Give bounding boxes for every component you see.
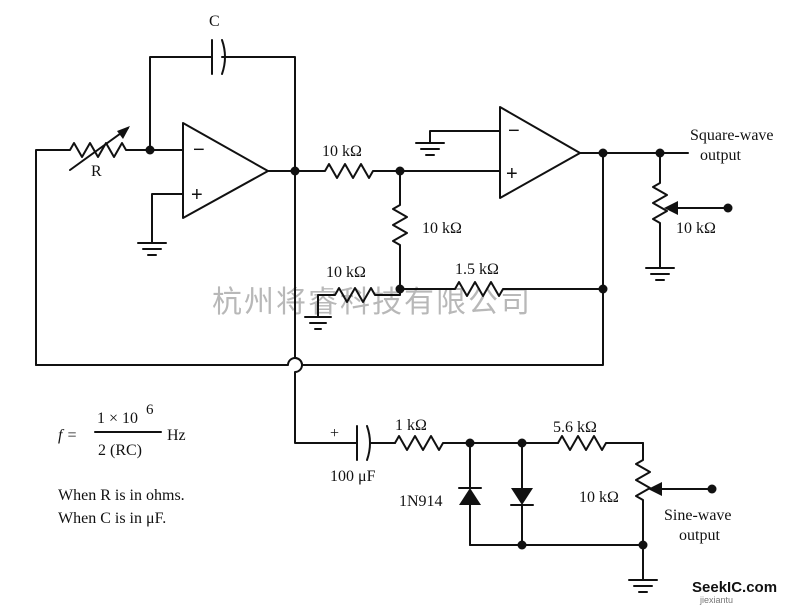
sine-wave-label: Sine-wave (664, 507, 732, 524)
formula-numerator: 1 × 10 (97, 410, 138, 427)
wire-op1-noninv (151, 193, 184, 244)
opamp2-minus: − (508, 120, 520, 142)
formula-lhs: f = (58, 427, 77, 444)
wire-op2-inv (429, 130, 501, 144)
resistor-5k6: 5.6 kΩ (553, 419, 644, 451)
capacitor-c-label: C (209, 13, 220, 30)
opamp1-minus: − (193, 139, 205, 161)
diode-1n914-b (510, 442, 534, 546)
square-wave-label: Square-wave (690, 127, 774, 144)
resistor-10k-ground-label: 10 kΩ (326, 264, 366, 281)
ground-op2 (415, 142, 445, 156)
potentiometer-square-label: 10 kΩ (676, 220, 716, 237)
wire-to-sine-shaper (294, 170, 358, 444)
resistor-5k6-label: 5.6 kΩ (553, 419, 597, 436)
potentiometer-square: 10 kΩ (645, 152, 733, 281)
resistor-1k: 1 kΩ (394, 417, 471, 451)
formula-exponent: 6 (146, 402, 154, 418)
node-pot-sq (655, 148, 665, 158)
node-op2-out (598, 148, 608, 158)
seekic-logo-sub: jiexiantu (699, 595, 733, 605)
formula-denominator: 2 (RC) (98, 442, 142, 459)
opamp-1: − + (182, 122, 269, 219)
node-bottom-1 (517, 540, 527, 550)
resistor-10k-input-label: 10 kΩ (322, 143, 362, 160)
potentiometer-sine-label: 10 kΩ (579, 489, 619, 506)
resistor-10k-input: 10 kΩ (294, 143, 401, 179)
sine-wave-output-label: output (679, 527, 720, 544)
note-r-ohms: When R is in ohms. (58, 487, 185, 504)
potentiometer-sine: 10 kΩ (579, 442, 717, 593)
capacitor-c: C (149, 13, 296, 172)
diode-label: 1N914 (399, 493, 443, 510)
frequency-formula: f = 1 × 10 6 2 (RC) Hz (58, 402, 186, 459)
resistor-10k-vertical: 10 kΩ (392, 170, 462, 290)
opamp-2: − + (499, 106, 581, 199)
ground-op1 (137, 242, 167, 256)
square-wave-output-label: output (700, 147, 741, 164)
seekic-logo: SeekIC.com (692, 579, 777, 596)
resistor-r-label: R (91, 163, 102, 180)
resistor-10k-ground: 10 kΩ (304, 264, 401, 330)
node-op1-inv (145, 145, 155, 155)
resistor-10k-vertical-label: 10 kΩ (422, 220, 462, 237)
resistor-1k-label: 1 kΩ (395, 417, 427, 434)
capacitor-plus-label: + (330, 425, 339, 442)
formula-unit: Hz (167, 427, 186, 444)
capacitor-100uf-label: 100 μF (330, 468, 376, 485)
watermark-text: 杭州将睿科技有限公司 (212, 285, 532, 320)
resistor-1k5: 1.5 kΩ (399, 261, 604, 297)
diode-1n914-a (458, 442, 482, 546)
opamp1-plus: + (191, 184, 203, 206)
opamp2-plus: + (506, 163, 518, 185)
capacitor-100uf: + 100 μF (330, 425, 396, 485)
resistor-r-variable: R (35, 126, 151, 366)
resistor-1k5-label: 1.5 kΩ (455, 261, 499, 278)
note-c-uf: When C is in μF. (58, 510, 166, 527)
